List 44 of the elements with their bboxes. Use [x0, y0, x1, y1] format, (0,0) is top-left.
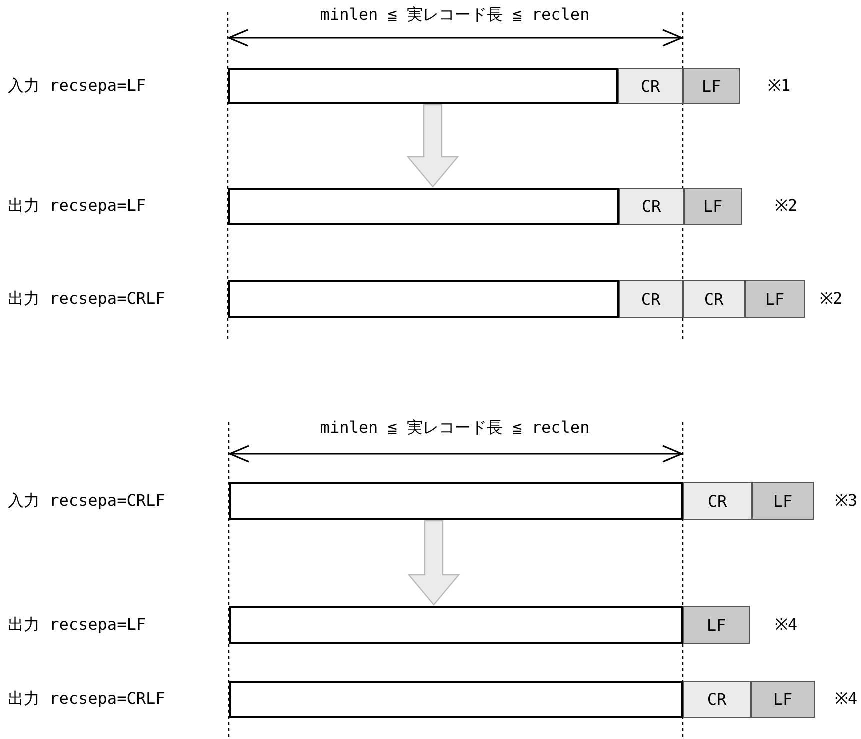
record-bar [229, 606, 683, 644]
row-label: 出力 recsepa=CRLF [8, 289, 166, 309]
record-bar [229, 482, 683, 520]
separator-label: LF [703, 197, 723, 216]
separator-box [684, 188, 742, 225]
note-mark: ※1 [768, 76, 791, 96]
separator-label: CR [641, 290, 661, 308]
separator-box [752, 482, 814, 520]
separator-label: LF [773, 492, 793, 510]
dimension-label: minlen ≦ 実レコード長 ≦ reclen [320, 418, 590, 438]
dimension-label: minlen ≦ 実レコード長 ≦ reclen [320, 5, 590, 25]
block-arrow [406, 104, 460, 188]
note-mark: ※2 [820, 289, 843, 309]
note-mark: ※2 [775, 196, 798, 216]
separator-label: LF [773, 690, 793, 709]
separator-box [683, 681, 751, 718]
separator-label: CR [707, 690, 727, 709]
row-label: 出力 recsepa=LF [8, 615, 146, 635]
record-bar [228, 68, 618, 104]
separator-label: LF [702, 76, 722, 96]
separator-box [619, 188, 684, 225]
row-label: 入力 recsepa=CRLF [8, 491, 166, 511]
separator-box [745, 280, 805, 318]
separator-box [683, 68, 740, 104]
separator-box [751, 681, 815, 718]
note-mark: ※3 [835, 491, 858, 511]
record-bar [228, 188, 619, 225]
separator-label: CR [640, 76, 660, 96]
separator-box [683, 482, 752, 520]
record-bar [228, 280, 619, 318]
separator-label: LF [765, 290, 785, 308]
separator-label: CR [704, 290, 724, 308]
row-label: 出力 recsepa=LF [8, 196, 146, 216]
note-mark: ※4 [775, 615, 798, 635]
separator-label: LF [706, 616, 726, 634]
record-bar [229, 681, 683, 718]
block-arrow [408, 520, 460, 606]
separator-label: CR [642, 197, 662, 216]
row-label: 入力 recsepa=LF [8, 76, 146, 96]
separator-box [683, 606, 750, 644]
separator-box [618, 68, 683, 104]
row-label: 出力 recsepa=CRLF [8, 689, 166, 709]
separator-label: CR [708, 492, 728, 510]
note-mark: ※4 [835, 689, 858, 709]
